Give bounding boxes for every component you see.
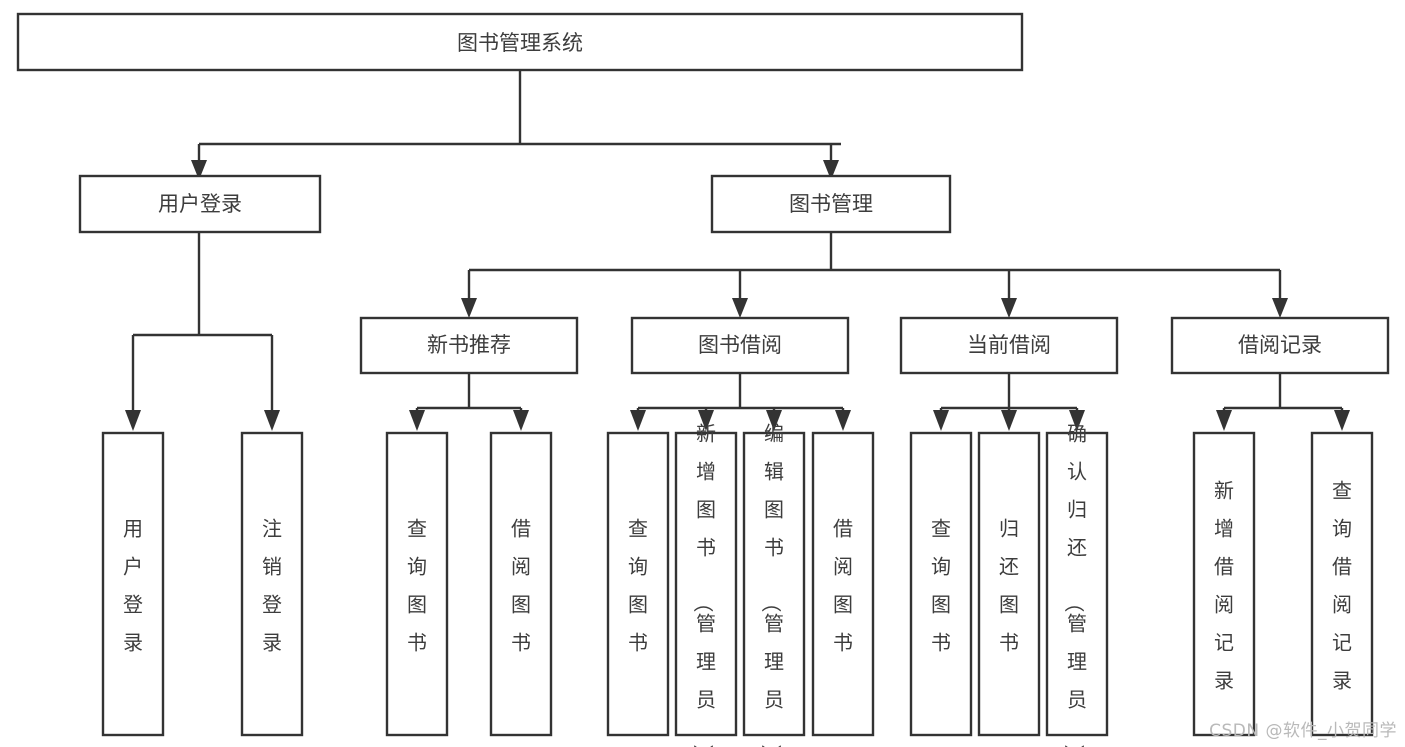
node-book-manage-box — [710, 174, 952, 234]
node-user-login-box — [78, 174, 322, 234]
leaf-nb-query-book-box — [385, 431, 449, 737]
leaf-cb-confirm-return-label: 确认归还（管理员） — [1062, 421, 1087, 747]
node-borrow-record[interactable]: 借阅记录 — [1170, 316, 1390, 375]
arrow-nb-leaf-1 — [409, 410, 425, 431]
edges-current-borrow-to-leaves — [933, 373, 1085, 431]
leaf-logout[interactable] — [240, 431, 304, 737]
node-new-book-label: 新书推荐 — [427, 333, 511, 357]
edges-user-login-to-leaves — [125, 232, 280, 431]
node-book-borrow-label: 图书借阅 — [698, 333, 782, 357]
node-user-login-label: 用户登录 — [158, 192, 242, 216]
leaf-bb-borrow-book-box — [811, 431, 875, 737]
leaf-bb-query-book-box — [606, 431, 670, 737]
node-user-login[interactable]: 用户登录 — [78, 174, 322, 234]
leaf-bb-query-book-label: 查询图书 — [628, 516, 648, 654]
arrow-cb-leaf-1 — [933, 410, 949, 431]
leaf-user-login-box — [101, 431, 165, 737]
leaf-bb-borrow-book-label: 借阅图书 — [833, 516, 853, 654]
leaf-user-login-label: 用户登录 — [123, 516, 143, 654]
leaf-logout-box — [240, 431, 304, 737]
leaf-bb-add-book-label: 新增图书（管理员） — [691, 421, 716, 747]
node-book-borrow-box — [630, 316, 850, 375]
arrow-bb-leaf-2 — [698, 410, 714, 431]
leaf-cb-return-book-box — [977, 431, 1041, 737]
node-new-book[interactable]: 新书推荐 — [359, 316, 579, 375]
arrow-user-login — [191, 160, 207, 180]
leaf-user-login[interactable] — [101, 431, 165, 737]
node-book-manage-label: 图书管理 — [789, 192, 873, 216]
leaf-labels-layer: 用户登录 注销登录 查询图书 借阅图书 查询图书 新增图书（管理员） 编辑图书（管理员） 借阅… — [123, 421, 1352, 747]
arrow-br-leaf-1 — [1216, 410, 1232, 431]
leaf-nb-borrow-book-box — [489, 431, 553, 737]
arrow-leaf-logout — [264, 410, 280, 431]
edges-book-manage-to-level3 — [461, 232, 1288, 318]
edges-new-book-to-leaves — [409, 373, 529, 431]
leaf-br-add-record-box — [1192, 431, 1256, 737]
arrow-new-book — [461, 298, 477, 318]
leaf-bb-add-book-box — [674, 431, 738, 737]
arrow-bb-leaf-3 — [766, 410, 782, 431]
node-current-borrow-label: 当前借阅 — [967, 333, 1051, 357]
leaf-nb-borrow-book[interactable] — [489, 431, 553, 737]
node-current-borrow[interactable]: 当前借阅 — [899, 316, 1119, 375]
arrow-book-manage — [823, 160, 839, 180]
arrow-nb-leaf-2 — [513, 410, 529, 431]
leaf-logout-label: 注销登录 — [262, 516, 282, 654]
edges-borrow-record-to-leaves — [1216, 373, 1350, 431]
node-current-borrow-box — [899, 316, 1119, 375]
leaf-bb-query-book[interactable] — [606, 431, 670, 737]
leaf-cb-return-book-label: 归还图书 — [999, 516, 1019, 654]
leaf-cb-confirm-return[interactable] — [1045, 431, 1109, 737]
leaf-bb-edit-book[interactable] — [742, 431, 806, 737]
leaf-br-query-record-label: 查询借阅记录 — [1332, 478, 1352, 692]
leaf-bb-edit-book-box — [742, 431, 806, 737]
arrow-book-borrow — [732, 298, 748, 318]
leaf-br-add-record-label: 新增借阅记录 — [1214, 478, 1234, 692]
arrow-leaf-user-login — [125, 410, 141, 431]
node-borrow-record-label: 借阅记录 — [1238, 333, 1322, 357]
edges-root-to-level2 — [191, 70, 841, 180]
arrow-cb-leaf-2 — [1001, 410, 1017, 431]
arrow-cb-leaf-3 — [1069, 410, 1085, 431]
leaf-cb-query-book-label: 查询图书 — [931, 516, 951, 654]
leaf-nb-query-book[interactable] — [385, 431, 449, 737]
leaf-nb-borrow-book-label: 借阅图书 — [511, 516, 531, 654]
arrow-bb-leaf-4 — [835, 410, 851, 431]
leaf-cb-query-book[interactable] — [909, 431, 973, 737]
node-book-borrow[interactable]: 图书借阅 — [630, 316, 850, 375]
node-new-book-box — [359, 316, 579, 375]
node-borrow-record-box — [1170, 316, 1390, 375]
watermark-credit: CSDN @软件_小贺同学 — [1209, 721, 1397, 741]
leaf-bb-borrow-book[interactable] — [811, 431, 875, 737]
leaf-br-query-record[interactable] — [1310, 431, 1374, 737]
leaf-br-query-record-box — [1310, 431, 1374, 737]
leaf-cb-confirm-return-box — [1045, 431, 1109, 737]
node-root-label: 图书管理系统 — [457, 31, 583, 55]
leaf-nb-query-book-label: 查询图书 — [407, 516, 427, 654]
leaf-cb-return-book[interactable] — [977, 431, 1041, 737]
arrow-current-borrow — [1001, 298, 1017, 318]
leaf-bb-edit-book-label: 编辑图书（管理员） — [759, 421, 784, 747]
node-root-box — [16, 12, 1024, 72]
arrow-br-leaf-2 — [1334, 410, 1350, 431]
leaf-cb-query-book-box — [909, 431, 973, 737]
edges-book-borrow-to-leaves — [630, 373, 851, 431]
leaf-br-add-record[interactable] — [1192, 431, 1256, 737]
arrow-borrow-record — [1272, 298, 1288, 318]
node-root-system[interactable]: 图书管理系统 — [16, 12, 1024, 72]
arrow-bb-leaf-1 — [630, 410, 646, 431]
node-book-manage[interactable]: 图书管理 — [710, 174, 952, 234]
leaf-bb-add-book[interactable] — [674, 431, 738, 737]
